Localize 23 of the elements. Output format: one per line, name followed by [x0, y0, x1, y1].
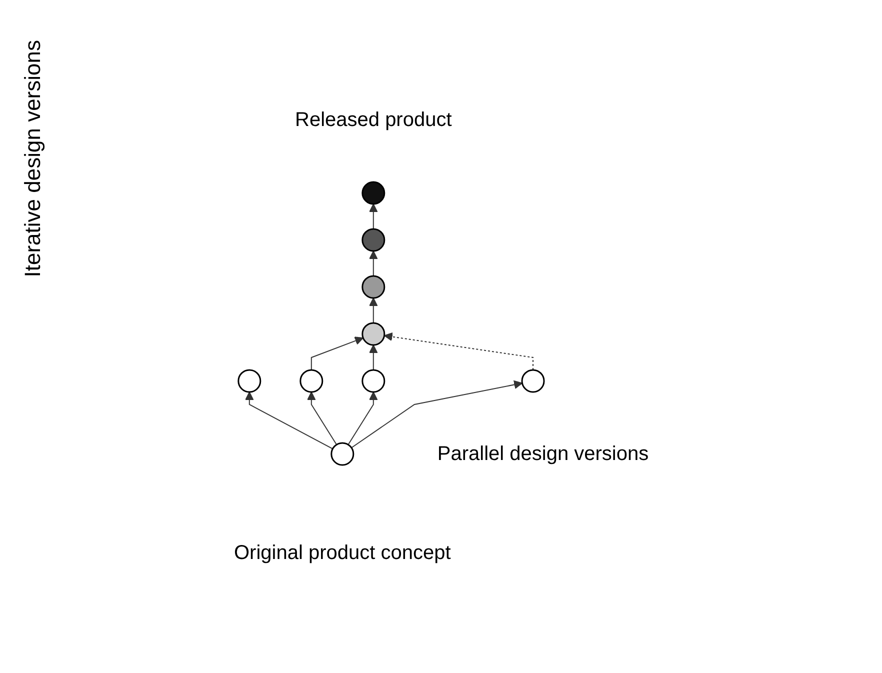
- arrow: [310, 336, 364, 370]
- node-circle: [361, 322, 385, 346]
- node-circle: [361, 181, 385, 205]
- node-label: Parallel design versions: [437, 442, 648, 465]
- arrow: [368, 298, 378, 324]
- axis-label: Iterative design versions: [20, 40, 46, 278]
- node-circle: [237, 369, 261, 393]
- arrow: [384, 332, 534, 370]
- node-circle: [361, 369, 385, 393]
- arrow: [368, 250, 378, 276]
- node-circle: [520, 369, 544, 393]
- node-label: Released product: [294, 109, 452, 131]
- node-circle: [361, 228, 385, 252]
- arrow: [368, 344, 378, 370]
- node-circle: [330, 442, 354, 466]
- node-circle: [299, 369, 323, 393]
- node-label: Original product concept: [234, 542, 450, 564]
- arrow: [306, 392, 337, 446]
- arrow: [347, 392, 378, 446]
- arrow: [244, 392, 333, 450]
- node-circle: [361, 275, 385, 299]
- arrow: [368, 204, 378, 230]
- arrow: [350, 380, 522, 448]
